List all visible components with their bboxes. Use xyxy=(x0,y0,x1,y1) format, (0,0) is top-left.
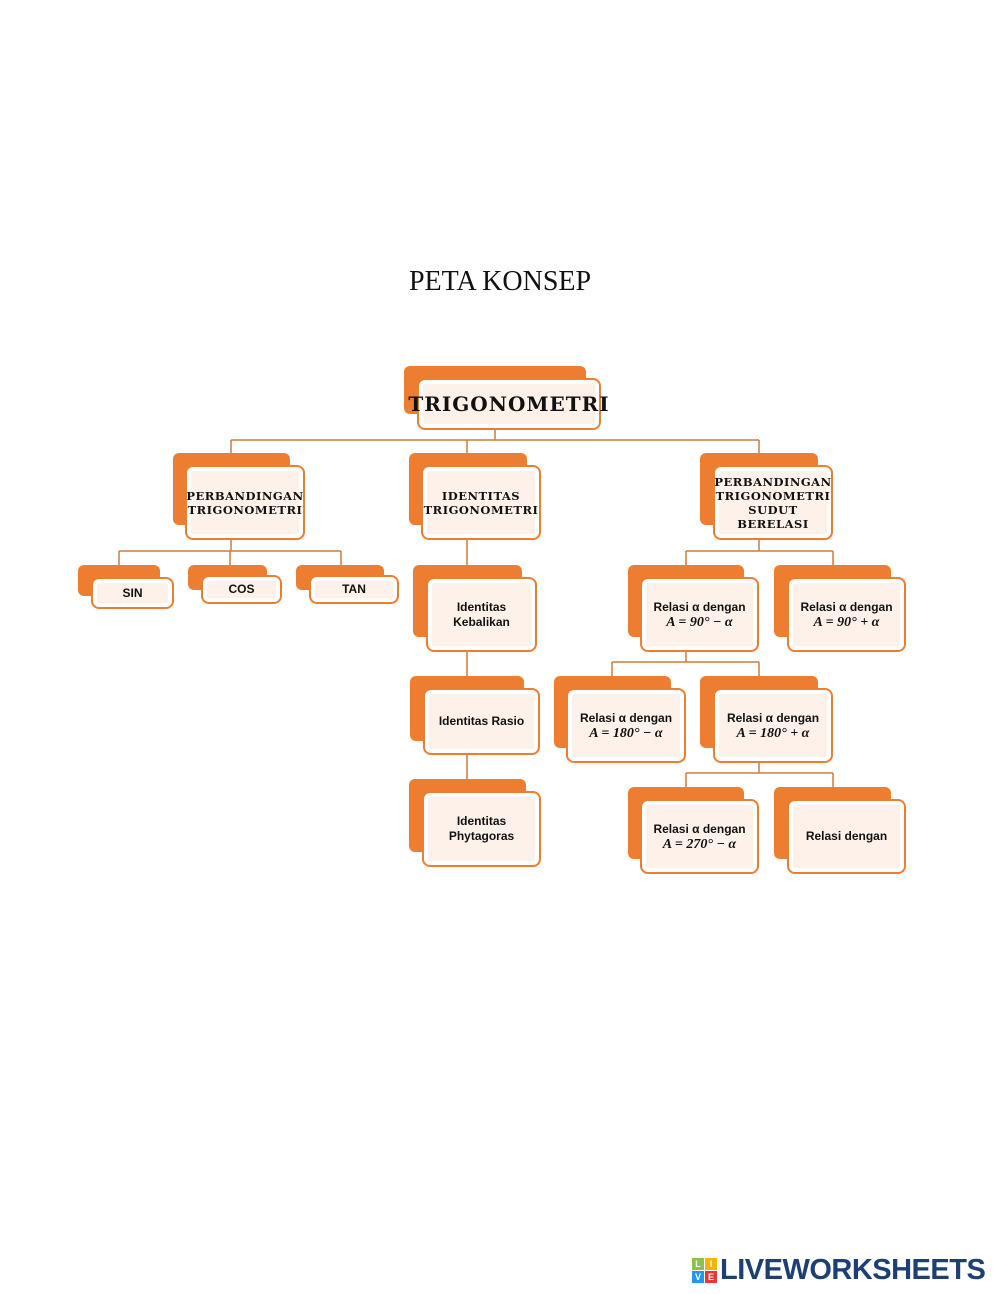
node-label: TRIGONOMETRI xyxy=(408,392,610,416)
node-label: Identitas Phytagoras xyxy=(448,814,515,843)
node-formula: A = 90° − α xyxy=(666,614,733,630)
logo-text: LIVEWORKSHEETS xyxy=(720,1254,986,1286)
node-formula: A = 180° + α xyxy=(736,725,810,741)
liveworksheets-logo: L I V E LIVEWORKSHEETS xyxy=(692,1254,986,1287)
node-identitas-phytagoras: Identitas Phytagoras xyxy=(422,791,541,867)
node-label: Relasi α dengan xyxy=(800,599,893,614)
node-relasi-dengan: Relasi dengan xyxy=(787,799,906,874)
node-label: PERBANDINGAN TRIGONOMETRI xyxy=(186,488,304,517)
node-sin: SIN xyxy=(91,577,174,609)
node-label: Relasi α dengan xyxy=(726,710,820,725)
node-label: COS xyxy=(228,582,255,596)
node-identitas-kebalikan: Identitas Kebalikan xyxy=(426,577,537,652)
node-identitas-trigonometri: IDENTITAS TRIGONOMETRI xyxy=(421,465,541,540)
node-label: TAN xyxy=(342,582,366,596)
node-identitas-rasio: Identitas Rasio xyxy=(423,688,540,755)
page-title: PETA KONSEP xyxy=(408,266,592,297)
logo-icon: L I V E xyxy=(692,1258,717,1283)
node-trigonometri: TRIGONOMETRI xyxy=(408,378,609,430)
node-label: Identitas Rasio xyxy=(438,714,525,728)
node-label: Relasi α dengan xyxy=(579,710,673,725)
node-sudut-berelasi: PERBANDINGAN TRIGONOMETRI SUDUT BERELASI xyxy=(713,465,833,540)
node-formula: A = 270° − α xyxy=(662,836,737,852)
node-formula: A = 90° + α xyxy=(813,614,880,630)
node-label: PERBANDINGAN TRIGONOMETRI SUDUT BERELASI xyxy=(714,474,832,531)
node-cos: COS xyxy=(201,575,282,604)
node-label: Identitas Kebalikan xyxy=(453,599,510,629)
node-tan: TAN xyxy=(309,575,399,604)
node-label: Relasi dengan xyxy=(805,829,888,843)
logo-letter: E xyxy=(705,1271,717,1283)
node-formula: A = 180° − α xyxy=(589,725,663,741)
node-label: SIN xyxy=(122,585,143,600)
logo-letter: L xyxy=(692,1258,704,1270)
node-label: Relasi α dengan xyxy=(653,599,746,614)
logo-letter: V xyxy=(692,1271,704,1283)
node-perbandingan-trigonometri: PERBANDINGAN TRIGONOMETRI xyxy=(185,465,305,540)
node-label: Relasi α dengan xyxy=(653,821,746,836)
logo-letter: I xyxy=(705,1258,717,1270)
node-label: IDENTITAS TRIGONOMETRI xyxy=(423,488,539,517)
